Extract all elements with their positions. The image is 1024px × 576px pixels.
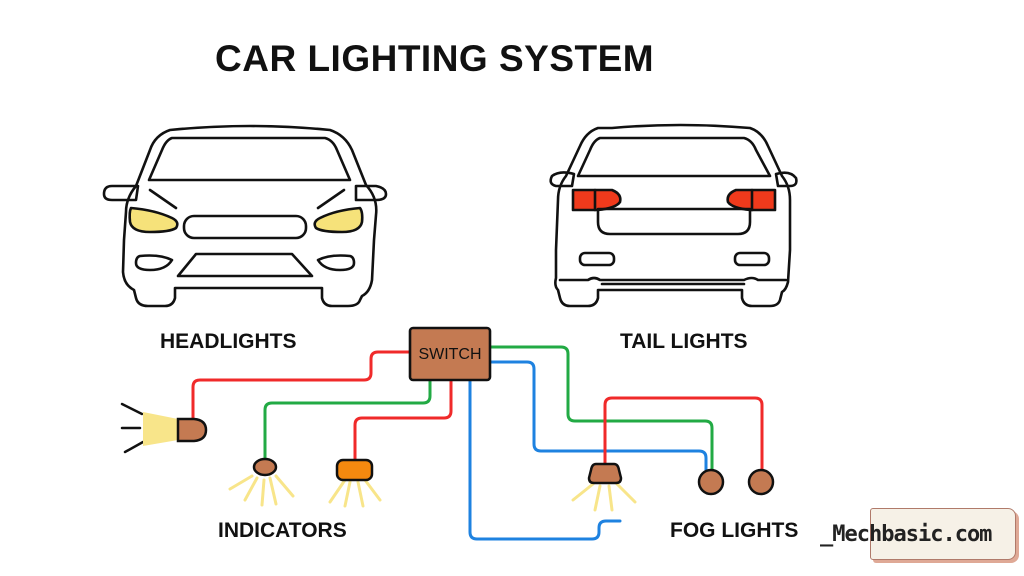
headlight-right <box>313 206 364 234</box>
switch-box[interactable]: SWITCH <box>408 326 492 382</box>
label-headlights: HEADLIGHTS <box>160 330 297 353</box>
wire-green-indicator <box>263 378 432 462</box>
wire-green-tail <box>488 345 714 472</box>
rear-car-window <box>576 136 772 178</box>
front-fog-left <box>134 254 174 272</box>
tail-bulb-left <box>697 468 725 496</box>
switch-label: SWITCH <box>418 346 481 363</box>
indicator-bulb-right <box>328 458 382 508</box>
tail-light-left <box>571 188 622 212</box>
headlight-beam <box>143 412 178 446</box>
watermark-text[interactable]: _Mechbasic.com <box>820 522 992 547</box>
rear-car-mirror-left <box>549 171 576 188</box>
rear-car-trunk <box>596 207 752 236</box>
front-car-intake <box>176 252 314 278</box>
front-car-body <box>121 124 378 308</box>
rear-car-bumper <box>558 276 788 282</box>
front-car-mirror-right <box>354 184 388 202</box>
tail-bulb-right <box>747 468 775 496</box>
wire-blue-ground <box>468 378 622 541</box>
rear-car-body <box>554 123 792 308</box>
label-indicators: INDICATORS <box>218 519 347 542</box>
label-fog-lights: FOG LIGHTS <box>670 519 799 542</box>
reflector-left <box>578 251 616 267</box>
front-car-windshield <box>147 136 352 182</box>
reflector-right <box>733 251 771 267</box>
headlight-bulb <box>120 402 208 454</box>
label-tail-lights: TAIL LIGHTS <box>620 330 748 353</box>
wire-red-headlight <box>191 350 412 420</box>
wire-red-fog-tail <box>603 396 764 472</box>
diagram-title: CAR LIGHTING SYSTEM <box>215 38 655 79</box>
wires <box>191 345 764 541</box>
wire-blue-tail <box>488 360 708 472</box>
headlight-left <box>128 206 179 234</box>
rear-car-mirror-right <box>774 171 798 188</box>
front-car-mirror-left <box>102 184 140 202</box>
indicator-bulb-left <box>228 457 295 507</box>
rear-car <box>549 123 798 308</box>
front-car <box>102 124 388 308</box>
watermark-badge <box>870 508 1016 560</box>
front-car-grille <box>182 214 308 240</box>
fog-light-bulb <box>571 462 637 512</box>
wire-red-indicator <box>353 378 453 462</box>
front-fog-right <box>316 254 356 272</box>
headlight-bulb-body <box>176 417 208 443</box>
